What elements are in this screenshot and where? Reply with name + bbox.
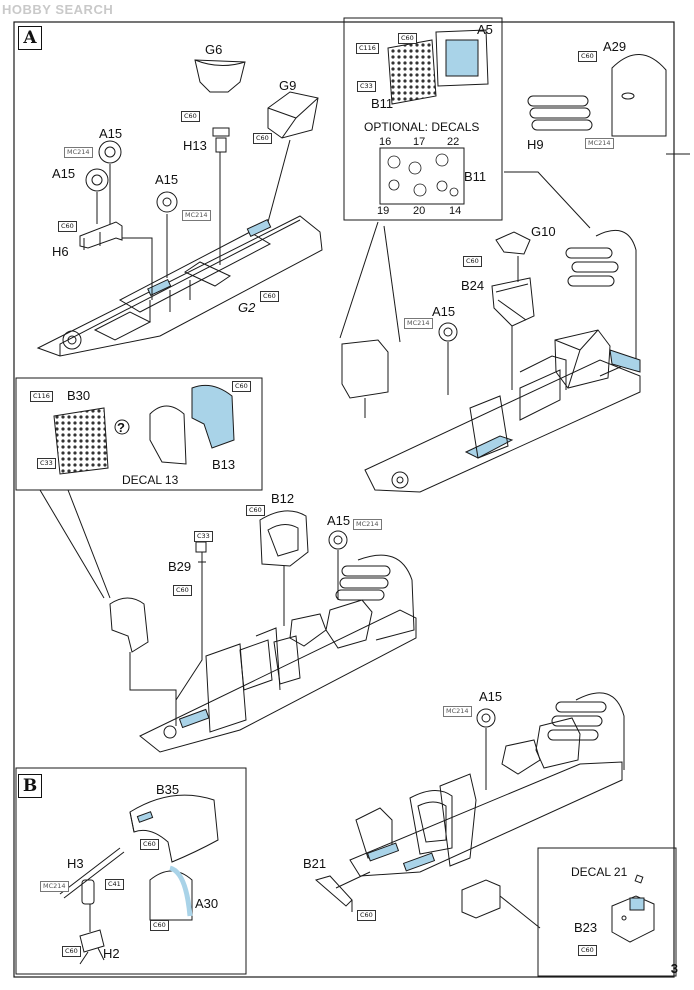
part-a5: A5 [477,22,493,37]
cockpit-floor-g2 [36,215,323,357]
page-number: 3 [670,961,678,976]
paint-code-c60: C60 [260,291,279,302]
part-a30: A30 [195,896,219,911]
paint-code-c41: C41 [105,879,124,890]
part-a15-2: A15 [52,166,76,181]
paint-code-c60: C60 [463,256,482,267]
decal-13-label: DECAL 13 [122,473,179,487]
part-b21: B21 [303,856,327,871]
part-b23: B23 [574,920,598,935]
paint-code-mc214: MC214 [443,706,472,717]
decal-20: 20 [413,205,426,217]
watermark-logo: HOBBY SEARCH [2,2,114,17]
step-a-marker: A [18,26,42,50]
paint-code-c60: C60 [246,505,265,516]
decal-14: 14 [449,205,462,217]
question-mark: ? [117,420,125,435]
part-g2: G2 [238,300,256,315]
part-a15-4: A15 [432,304,456,319]
paint-code-mc214: MC214 [182,210,211,221]
part-a15-3: A15 [155,172,179,187]
part-b11-top: B11 [371,96,394,111]
paint-code-mc214: MC214 [585,138,614,149]
paint-code-c60: C60 [398,33,417,44]
optional-decals-title: OPTIONAL: DECALS [364,120,480,134]
part-h9: H9 [527,137,544,152]
paint-code-c116: C116 [30,391,53,402]
part-g10: G10 [531,224,556,239]
step-b-marker: B [18,774,42,798]
paint-code-c33: C33 [37,458,56,469]
paint-code-c60: C60 [357,910,376,921]
part-h6: H6 [52,244,69,259]
decal-22: 22 [447,136,460,148]
paint-code-c60: C60 [181,111,200,122]
paint-code-c60: C60 [253,133,272,144]
part-a29: A29 [603,39,627,54]
part-h2: H2 [103,946,120,961]
paint-code-mc214: MC214 [404,318,433,329]
part-b35: B35 [156,782,180,797]
paint-code-mc214: MC214 [64,147,93,158]
paint-code-c116: C116 [356,43,379,54]
paint-code-c60: C60 [150,920,169,931]
paint-code-c60: C60 [578,51,597,62]
paint-code-c60: C60 [58,221,77,232]
decal-19: 19 [377,205,390,217]
part-b11-decals: B11 [464,169,487,184]
paint-code-c60: C60 [578,945,597,956]
paint-code-mc214: MC214 [353,519,382,530]
part-b24: B24 [461,278,485,293]
part-a15-6: A15 [479,689,503,704]
part-b13: B13 [212,457,236,472]
paint-code-c60: C60 [173,585,192,596]
part-b29: B29 [168,559,192,574]
part-g6: G6 [205,42,223,57]
decal-21-label: DECAL 21 [571,865,628,879]
paint-code-mc214: MC214 [40,881,69,892]
paint-code-c60: C60 [140,839,159,850]
paint-code-c60: C60 [232,381,251,392]
part-h13: H13 [183,138,207,153]
paint-code-c33: C33 [357,81,376,92]
part-g9: G9 [279,78,297,93]
part-a15-1: A15 [99,126,123,141]
part-b30: B30 [67,388,91,403]
paint-code-c60: C60 [62,946,81,957]
decal-16: 16 [379,136,392,148]
decal-17: 17 [413,136,426,148]
part-a15-5: A15 [327,513,351,528]
paint-code-c33: C33 [194,531,213,542]
part-b12: B12 [271,491,295,506]
part-h3: H3 [67,856,84,871]
